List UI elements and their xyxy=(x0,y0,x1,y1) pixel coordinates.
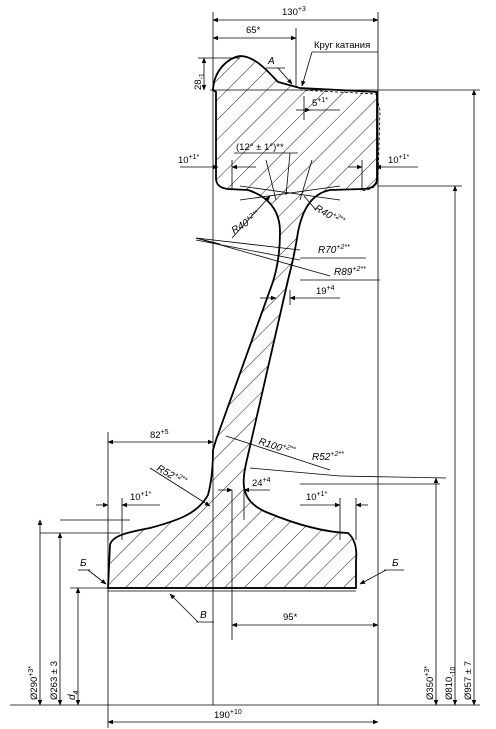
r40-right-text: R40+2** xyxy=(313,202,347,228)
top-width-text: 130+3 xyxy=(282,6,306,18)
svg-text:В: В xyxy=(200,610,207,621)
bottom-width-text: 190+10 xyxy=(214,709,242,721)
dim-offset-5: 5+1* xyxy=(296,96,340,120)
dim-95-text: 95* xyxy=(283,612,298,623)
angle-text: (12° ± 1°)** xyxy=(236,142,284,153)
dim-d4: d4 xyxy=(67,587,108,706)
dim-base-right-10: 10+1* xyxy=(300,491,368,540)
label-v: В xyxy=(169,593,214,623)
base-right-10-text: 10+1* xyxy=(306,491,328,503)
svg-text:Б: Б xyxy=(80,558,87,569)
dim-left-10: 10+1* xyxy=(178,154,256,190)
d290-text: Ø290+3* xyxy=(28,666,40,700)
dim-head-height: 28-1 xyxy=(193,57,240,91)
dim-r52-right: R52+2** xyxy=(249,451,447,479)
d4-text: d4 xyxy=(67,690,80,700)
r52-right-text: R52+2** xyxy=(312,451,344,463)
web-19-text: 19+4 xyxy=(316,285,335,297)
left-10-text: 10+1* xyxy=(178,154,200,166)
dim-r52-left: R52+2** xyxy=(149,462,211,507)
dim-d350: Ø350+3* xyxy=(424,477,439,706)
rolling-circle-label: Круг катания xyxy=(301,40,378,87)
outer-boundary-lines xyxy=(107,12,379,728)
dim-d957: Ø957 ± 7 xyxy=(463,89,477,706)
dim-95: 95* xyxy=(231,612,379,628)
r100-text: R100+2** xyxy=(257,435,296,458)
dim-r89: R89+2** xyxy=(300,266,380,281)
r52-left-text: R52+2** xyxy=(155,462,189,488)
dim-82-text: 82+5 xyxy=(150,429,169,441)
base-left-10-text: 10+1* xyxy=(130,491,152,503)
label-b-right: Б xyxy=(359,558,404,585)
head-height-text: 28-1 xyxy=(193,73,206,90)
right-10-text: 10+1* xyxy=(388,154,410,166)
dim-d263: Ø263 ± 3 xyxy=(49,532,63,706)
svg-text:Б: Б xyxy=(392,558,399,569)
dim-r70: R70+2** xyxy=(300,244,366,259)
half-width-text: 65* xyxy=(246,25,261,36)
r89-text: R89+2** xyxy=(334,266,366,278)
d957-text: Ø957 ± 7 xyxy=(463,661,474,700)
head-dashed-contour xyxy=(299,89,381,192)
dim-web-19: 19+4 xyxy=(260,285,340,305)
dim-half-width: 65* xyxy=(212,25,297,88)
d350-text: Ø350+3* xyxy=(424,666,436,700)
dim-d810: Ø810-10 xyxy=(378,185,462,706)
d810-text: Ø810-10 xyxy=(444,667,457,700)
dim-base-left-10: 10+1* xyxy=(96,491,160,540)
svg-text:A: A xyxy=(267,56,275,67)
d263-text: Ø263 ± 3 xyxy=(49,661,60,700)
dim-d290: Ø290+3* xyxy=(28,519,43,706)
dim-web-24: 24+4 xyxy=(218,477,271,640)
radius-lines xyxy=(195,237,331,277)
dim-right-10: 10+1* xyxy=(348,154,418,190)
dim-82: 82+5 xyxy=(107,429,214,540)
label-b-left: Б xyxy=(78,558,107,585)
web-24-text: 24+4 xyxy=(252,477,271,489)
offset-5-text: 5+1* xyxy=(312,97,328,109)
dim-top-width: 130+3 xyxy=(212,6,379,23)
svg-text:Круг катания: Круг катания xyxy=(314,40,370,51)
r70-text: R70+2** xyxy=(318,244,350,256)
dim-r40-left: R40+2** xyxy=(230,195,271,239)
dim-angle: (12° ± 1°)** xyxy=(234,142,341,201)
dim-bottom-width: 190+10 xyxy=(107,709,379,725)
label-a: A xyxy=(266,56,293,85)
base-extension-lines xyxy=(40,483,440,534)
rail-section xyxy=(107,55,378,589)
